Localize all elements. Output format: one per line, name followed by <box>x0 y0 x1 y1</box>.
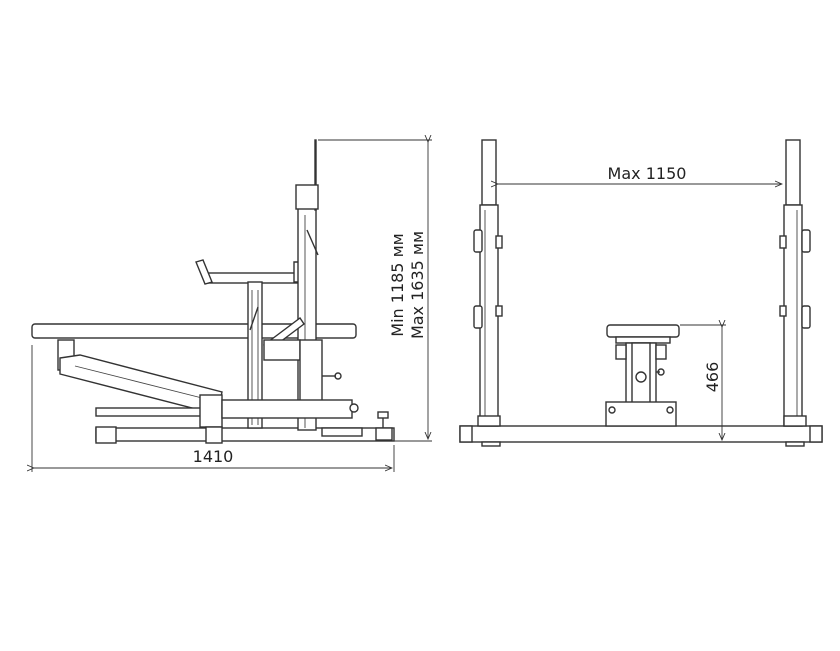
front-right-upright <box>785 139 801 206</box>
front-view <box>459 139 823 447</box>
front-width-label: Max 1150 <box>608 164 687 183</box>
side-height-min-label: Min 1185 мм <box>388 233 407 336</box>
seat-column <box>247 281 263 429</box>
side-height-max-label: Max 1635 мм <box>408 231 427 339</box>
side-length-label: 1410 <box>193 447 234 466</box>
front-left-upright <box>481 139 497 206</box>
front-seat-height-dimension: 466 <box>680 325 726 440</box>
front-seat-pad <box>606 324 680 338</box>
front-base-bar <box>459 425 823 443</box>
side-height-dimension: Min 1185 мм Max 1635 мм <box>318 140 432 442</box>
side-length-dimension: 1410 <box>32 345 395 472</box>
front-width-dimension: Max 1150 <box>498 164 782 184</box>
front-seat-height-label: 466 <box>703 362 722 393</box>
side-view <box>31 139 395 444</box>
